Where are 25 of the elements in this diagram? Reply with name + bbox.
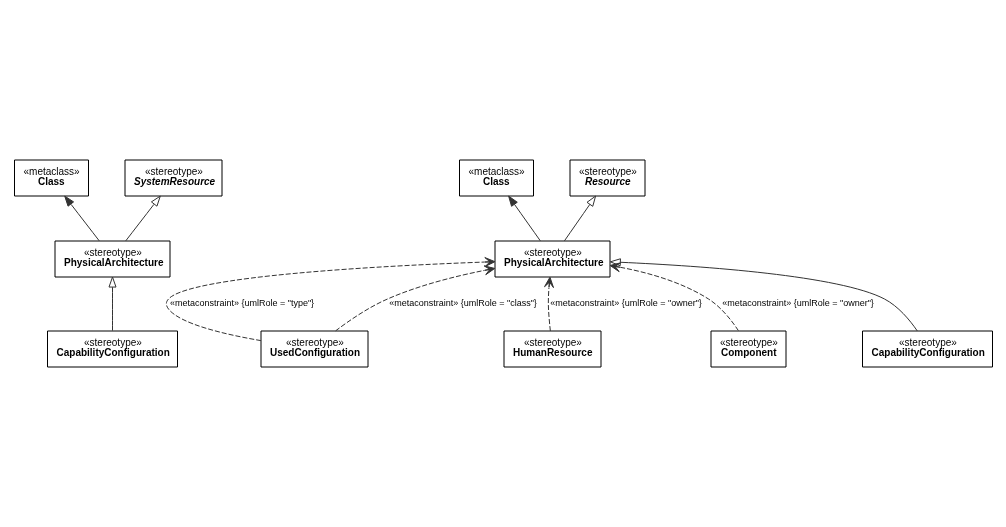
arrow (609, 262, 739, 332)
arrow (563, 195, 596, 242)
node-box: «stereotype» Resource (569, 159, 645, 197)
arrow (124, 195, 161, 242)
arrow (108, 276, 116, 332)
edge-label: «metaconstraint» {umlRole = "class"} (388, 298, 537, 309)
edge-label: «metaconstraint» {umlRole = "owner"} (721, 298, 874, 309)
edge-label: «metaconstraint» {umlRole = "owner"} (549, 298, 702, 309)
edge-label: «metaconstraint» {umlRole = "type"} (169, 298, 314, 309)
arrow (165, 257, 495, 342)
node-box: «stereotype» SystemResource (124, 159, 222, 197)
arrow (507, 195, 541, 242)
node-box: «stereotype» Component (710, 330, 786, 368)
node-box: «metaclass» Class (13, 159, 89, 197)
node-box: «stereotype» PhysicalArchitecture (494, 240, 610, 278)
node-box: «metaclass» Class (458, 159, 534, 197)
node-box: «stereotype» UsedConfiguration (260, 330, 368, 368)
arrow (63, 195, 100, 242)
arrow (609, 258, 918, 332)
node-box: «stereotype» PhysicalArchitecture (54, 240, 170, 278)
arrow (334, 265, 495, 332)
node-box: «stereotype» CapabilityConfiguration (861, 330, 993, 368)
node-box: «stereotype» CapabilityConfiguration (46, 330, 178, 368)
node-box: «stereotype» HumanResource (503, 330, 601, 368)
arrow (543, 276, 554, 332)
